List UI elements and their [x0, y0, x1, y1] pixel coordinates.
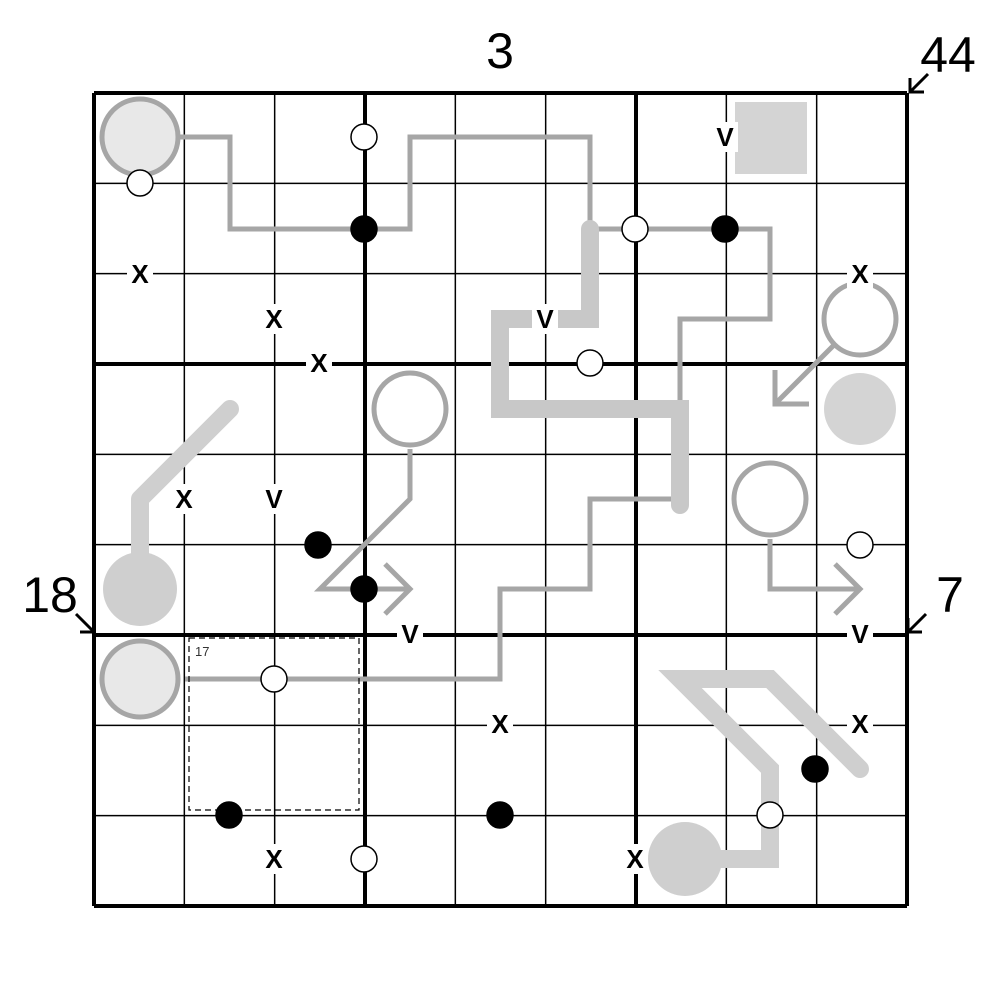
grid-cell[interactable]	[365, 816, 455, 906]
grid-cell[interactable]	[817, 816, 907, 906]
killer-cage: 17	[188, 637, 360, 811]
arrow-line-right	[767, 539, 860, 592]
xv-marker-background	[847, 619, 873, 649]
clue-arrow-right	[906, 612, 928, 634]
xv-marker-background	[487, 709, 513, 739]
arrow-line-top-right	[773, 342, 837, 406]
x-marker: X	[265, 844, 283, 874]
kropki-white-dot	[350, 845, 378, 873]
grid-cell[interactable]	[546, 635, 636, 725]
grid-cell[interactable]	[365, 725, 455, 815]
clue-arrow-top-right	[908, 72, 930, 94]
grid-cell[interactable]	[636, 545, 726, 635]
xv-marker-background	[847, 259, 873, 289]
grid-cell[interactable]	[94, 725, 184, 815]
grid-cell[interactable]	[455, 183, 545, 273]
kropki-black-dot	[486, 801, 514, 829]
xv-marker-background	[622, 844, 648, 874]
clue-top: 3	[486, 23, 514, 79]
x-marker: X	[626, 844, 644, 874]
grid-cell[interactable]	[817, 454, 907, 544]
x-marker: X	[310, 348, 328, 378]
line-features	[99, 96, 899, 896]
v-marker: V	[851, 619, 869, 649]
grid-cell[interactable]	[275, 725, 365, 815]
cage-sum-label: 17	[195, 644, 209, 659]
outside-clues: 3 44 18 7	[22, 23, 976, 634]
kropki-white-dot	[621, 215, 649, 243]
thermo-bulb-bottom-right	[648, 822, 722, 896]
kropki-black-dot	[215, 801, 243, 829]
v-marker: V	[401, 619, 419, 649]
grid-cell[interactable]	[275, 454, 365, 544]
kropki-white-dot	[126, 169, 154, 197]
grid-cell[interactable]	[184, 545, 274, 635]
kropki-white-dot	[846, 531, 874, 559]
grid-cell[interactable]	[817, 93, 907, 183]
thermo-line-center	[491, 220, 689, 514]
v-marker: V	[716, 122, 734, 152]
thermo-bulb-left	[103, 552, 177, 626]
grid-cell[interactable]	[455, 816, 545, 906]
renban-line-top	[140, 134, 773, 682]
xv-marker-background	[847, 709, 873, 739]
clue-right: 7	[936, 567, 964, 623]
kropki-white-dot	[576, 349, 604, 377]
arrow-bulb-top-left	[99, 96, 181, 178]
x-marker: X	[175, 484, 193, 514]
grid-cell[interactable]	[636, 725, 726, 815]
kropki-white-dot	[260, 665, 288, 693]
clue-top-right: 44	[920, 27, 976, 83]
arrow-head-right	[833, 562, 864, 616]
kropki-black-dot	[350, 215, 378, 243]
kropki-black-dot	[304, 531, 332, 559]
xv-marker-background	[261, 484, 287, 514]
grid-cell[interactable]	[365, 274, 455, 364]
xv-marker-background	[127, 259, 153, 289]
xv-marker-background	[261, 844, 287, 874]
arrow-bulb-lower-left	[99, 638, 181, 720]
xv-marker-background	[261, 304, 287, 334]
grid-cell[interactable]	[94, 364, 184, 454]
clue-arrow-left	[74, 612, 96, 634]
xv-marker-background	[397, 619, 423, 649]
clue-left: 18	[22, 567, 78, 623]
x-marker: X	[851, 709, 869, 739]
xv-marker-background	[306, 348, 332, 378]
kropki-black-dot	[350, 575, 378, 603]
xv-marker-background	[712, 122, 738, 152]
kropki-black-dot	[801, 755, 829, 783]
thermo-square-bulb	[735, 102, 807, 174]
xv-marker-background	[532, 304, 558, 334]
x-marker: X	[265, 304, 283, 334]
grid-cell[interactable]	[546, 725, 636, 815]
arrow-circle-right	[731, 460, 809, 538]
grid-cell[interactable]	[94, 816, 184, 906]
thermo-bulb-right	[824, 373, 896, 445]
xv-marker-background	[171, 484, 197, 514]
v-marker: V	[265, 484, 283, 514]
grid-cell[interactable]	[455, 454, 545, 544]
kropki-white-dot	[350, 123, 378, 151]
v-marker: V	[536, 304, 554, 334]
kropki-black-dot	[711, 215, 739, 243]
x-marker: X	[491, 709, 509, 739]
x-marker: X	[851, 259, 869, 289]
arrow-head-center	[383, 562, 414, 616]
x-marker: X	[131, 259, 149, 289]
kropki-white-dot	[756, 801, 784, 829]
kropki-dots	[126, 123, 874, 873]
arrow-circle-center	[371, 370, 449, 448]
arrow-head-top-right	[772, 370, 809, 407]
thermo-line-bottom-right	[658, 670, 869, 868]
